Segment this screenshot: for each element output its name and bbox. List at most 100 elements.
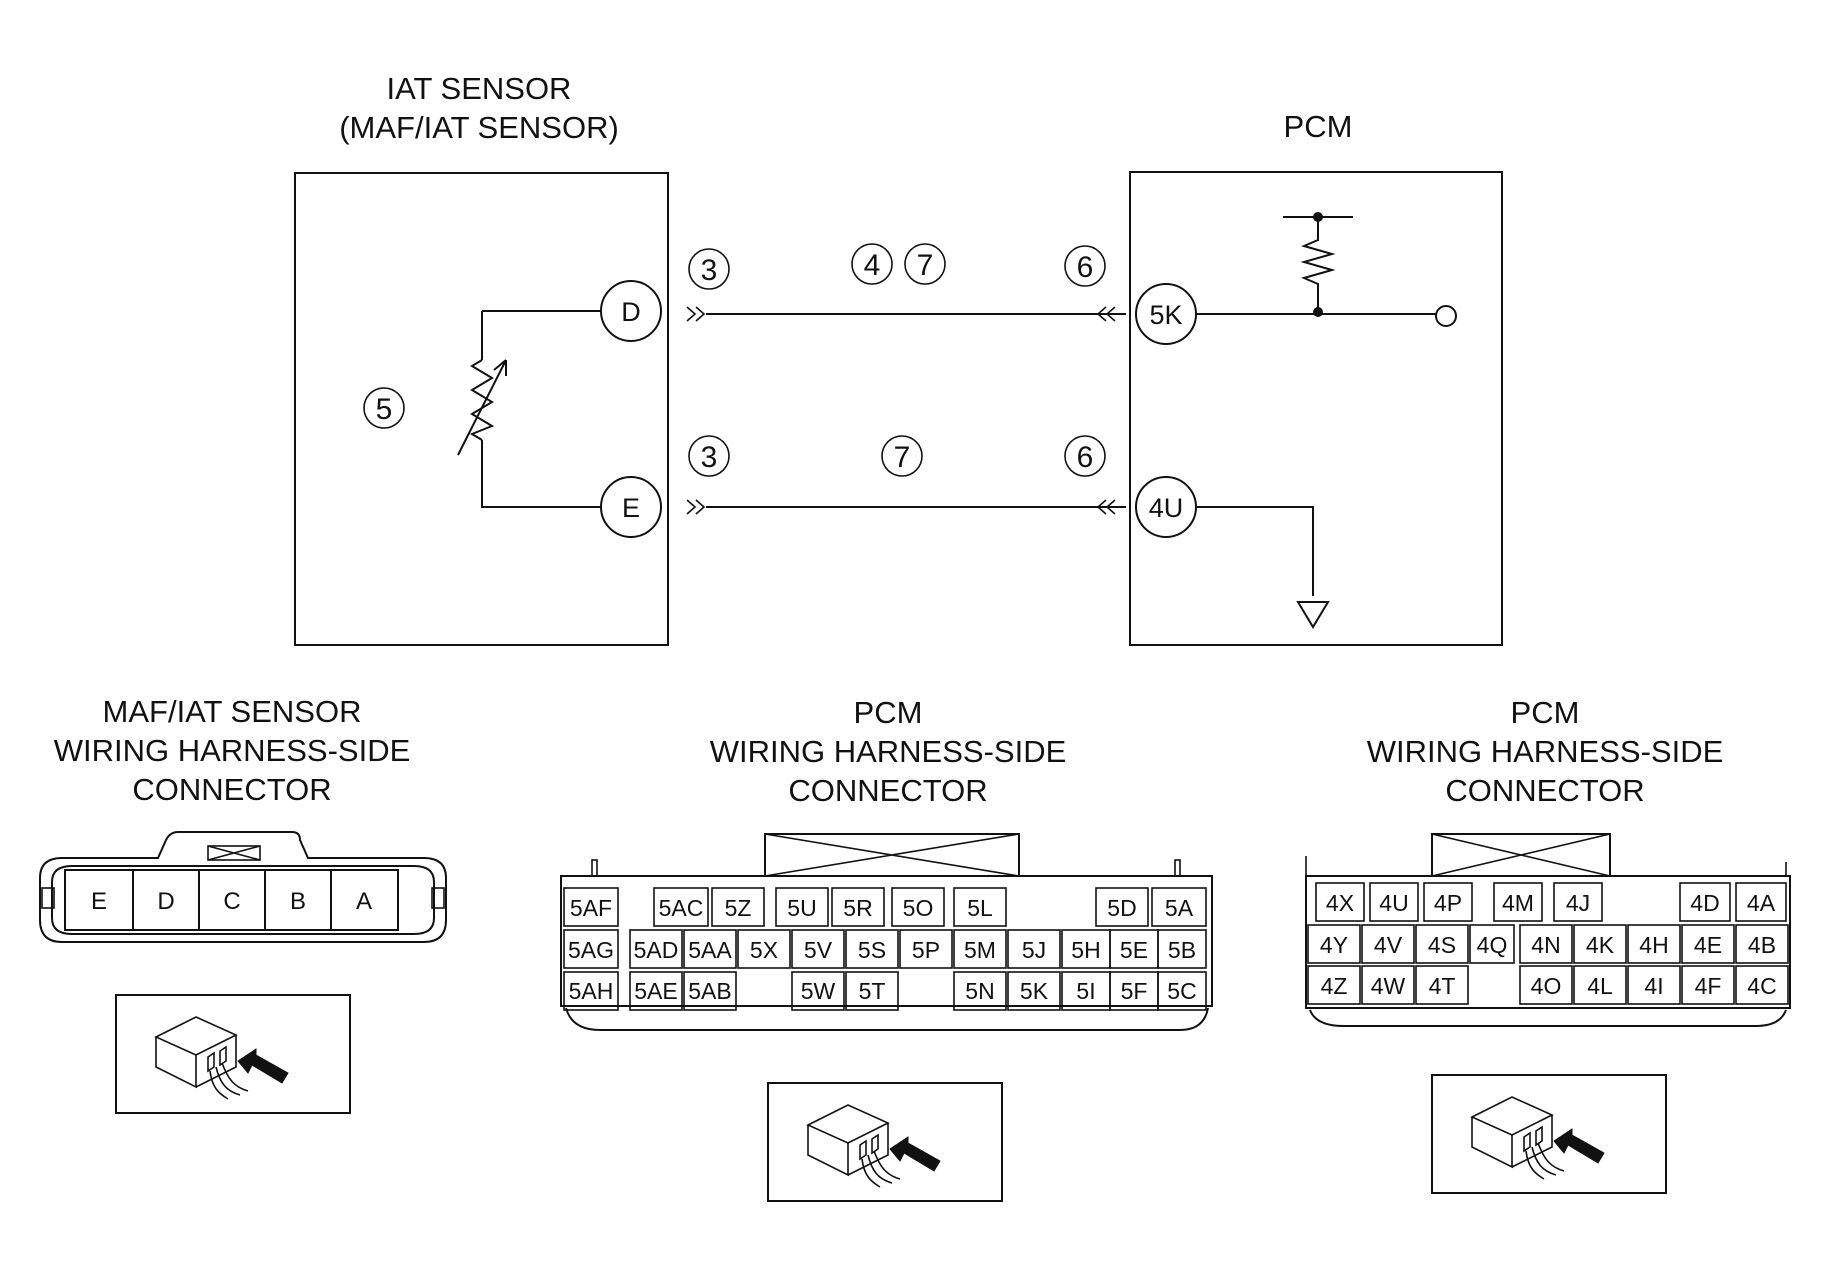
svg-text:6: 6 (1077, 251, 1094, 284)
pcm5-pin: 5N (965, 978, 994, 1004)
pcm5-connector-title-line3: CONNECTOR (788, 773, 987, 808)
pcm5-pin: 5T (859, 978, 886, 1004)
pcm4-pin: 4X (1326, 890, 1354, 916)
pcm5-pin: 5L (967, 895, 993, 921)
maf-connector-title-line2: WIRING HARNESS-SIDE (54, 733, 411, 768)
pcm4-pin: 4O (1531, 973, 1562, 999)
maf-pin-d: D (157, 888, 174, 915)
maf-connector-title-line1: MAF/IAT SENSOR (103, 694, 362, 729)
pcm4-connector-title-line3: CONNECTOR (1445, 773, 1644, 808)
pcm5-pin: 5H (1071, 937, 1100, 963)
pcm-connector-chevron-bottom (1096, 499, 1116, 515)
maf-pin-c: C (223, 888, 240, 915)
sensor-internal-wire-bottom (481, 440, 601, 508)
terminal-4u-label: 4U (1149, 493, 1184, 523)
terminal-d (600, 280, 662, 342)
terminal-d-label: D (621, 297, 641, 327)
pcm5-pin: 5AA (688, 937, 732, 963)
harness-side-view-icon (115, 994, 351, 1114)
harness-side-view-icon (1431, 1074, 1667, 1194)
pcm4-pin: 4H (1639, 932, 1668, 958)
pcm5-pin: 5O (903, 895, 934, 921)
pcm5-pin: 5AF (570, 895, 612, 921)
pcm4-pin: 4J (1566, 890, 1590, 916)
pcm5-pin: 5AG (568, 937, 614, 963)
pcm5-connector-title-line2: WIRING HARNESS-SIDE (710, 734, 1067, 769)
callout-bottom-pcm-side: 6 (1064, 435, 1106, 477)
callout-top-pcm-side: 6 (1064, 245, 1106, 287)
thermistor-variable-arrow (457, 359, 507, 456)
terminal-e-label: E (622, 493, 640, 523)
pcm4-pin: 4P (1434, 890, 1462, 916)
pcm4-pin: 4L (1587, 973, 1613, 999)
maf-pin-a: A (356, 888, 372, 915)
pcm5-pin: 5AE (634, 978, 677, 1004)
callout-top-mid-a: 4 (851, 243, 893, 285)
pcm4-pin: 4A (1747, 890, 1776, 916)
pcm5-connector-title-line1: PCM (854, 695, 923, 730)
pcm5-pin: 5A (1165, 895, 1194, 921)
pcm4-connector-title-line2: WIRING HARNESS-SIDE (1367, 734, 1724, 769)
pcm-box (1129, 171, 1503, 646)
pcm5-pin: 5AC (659, 895, 704, 921)
pcm4-pin: 4I (1644, 973, 1663, 999)
pcm4-pin-grid (1307, 882, 1789, 1005)
harness-side-view-icon (767, 1082, 1003, 1202)
pcm5-pin: 5F (1121, 978, 1148, 1004)
pcm-input-node (1435, 305, 1457, 327)
pcm4-pin: 4W (1371, 973, 1406, 999)
pcm4-pin: 4S (1428, 932, 1456, 958)
pcm5-pin: 5E (1120, 937, 1148, 963)
pcm4-pin: 4M (1502, 890, 1534, 916)
pcm4-pin: 4U (1379, 890, 1408, 916)
pcm-title: PCM (1284, 109, 1353, 144)
terminal-5k-label: 5K (1149, 300, 1182, 330)
callout-top-sensor-side: 3 (688, 248, 730, 290)
pcm5-pin: 5S (858, 937, 886, 963)
pcm5-pin: 5J (1022, 937, 1046, 963)
callout-bottom-sensor-side: 3 (688, 435, 730, 477)
maf-connector-face (39, 831, 447, 943)
pcm5-pin: 5P (912, 937, 940, 963)
pcm5-pin: 5R (843, 895, 872, 921)
pcm5-pin: 5AB (688, 978, 731, 1004)
pcm4-connector-face (1305, 833, 1791, 1027)
pcm5-pin: 5V (804, 937, 833, 963)
svg-text:5: 5 (376, 393, 393, 426)
pcm4-pin: 4T (1429, 973, 1456, 999)
svg-text:7: 7 (917, 249, 934, 282)
sensor-title-line1: IAT SENSOR (387, 71, 572, 106)
pcm5-pin: 5K (1020, 978, 1049, 1004)
pcm5-pin: 5X (750, 937, 778, 963)
pcm5-pin: 5B (1168, 937, 1196, 963)
pcm4-pin: 4K (1586, 932, 1615, 958)
maf-pin-e: E (91, 888, 107, 915)
ground-icon (1296, 601, 1330, 629)
thermistor-resistor (469, 359, 495, 441)
pcm5-pin: 5U (787, 895, 816, 921)
pcm4-pin: 4Q (1477, 932, 1508, 958)
callout-top-mid-b: 7 (904, 243, 946, 285)
pcm5-pin: 5AH (569, 978, 614, 1004)
pcm4-pin: 4N (1531, 932, 1560, 958)
callout-thermistor: 5 (363, 387, 405, 429)
pcm5-pin: 5AD (634, 937, 679, 963)
pcm4-connector-title-line1: PCM (1511, 695, 1580, 730)
pcm4-pin: 4Z (1321, 973, 1348, 999)
pcm4-pin: 4F (1695, 973, 1722, 999)
pcm5-pin: 5C (1167, 978, 1196, 1004)
pcm5-connector-face (560, 833, 1213, 1031)
pcm5-pin-grid (563, 887, 1207, 1011)
svg-text:3: 3 (701, 254, 718, 287)
pcm4-pin: 4D (1690, 890, 1719, 916)
svg-text:4: 4 (864, 249, 881, 282)
pcm4-pin: 4C (1747, 973, 1776, 999)
terminal-e (600, 476, 662, 538)
pcm4-pin: 4Y (1320, 932, 1348, 958)
callout-bottom-mid: 7 (881, 435, 923, 477)
svg-text:7: 7 (894, 441, 911, 474)
maf-pin-b: B (290, 888, 306, 915)
pcm5-pin: 5Z (725, 895, 752, 921)
maf-connector-title-line3: CONNECTOR (132, 772, 331, 807)
svg-text:3: 3 (701, 441, 718, 474)
